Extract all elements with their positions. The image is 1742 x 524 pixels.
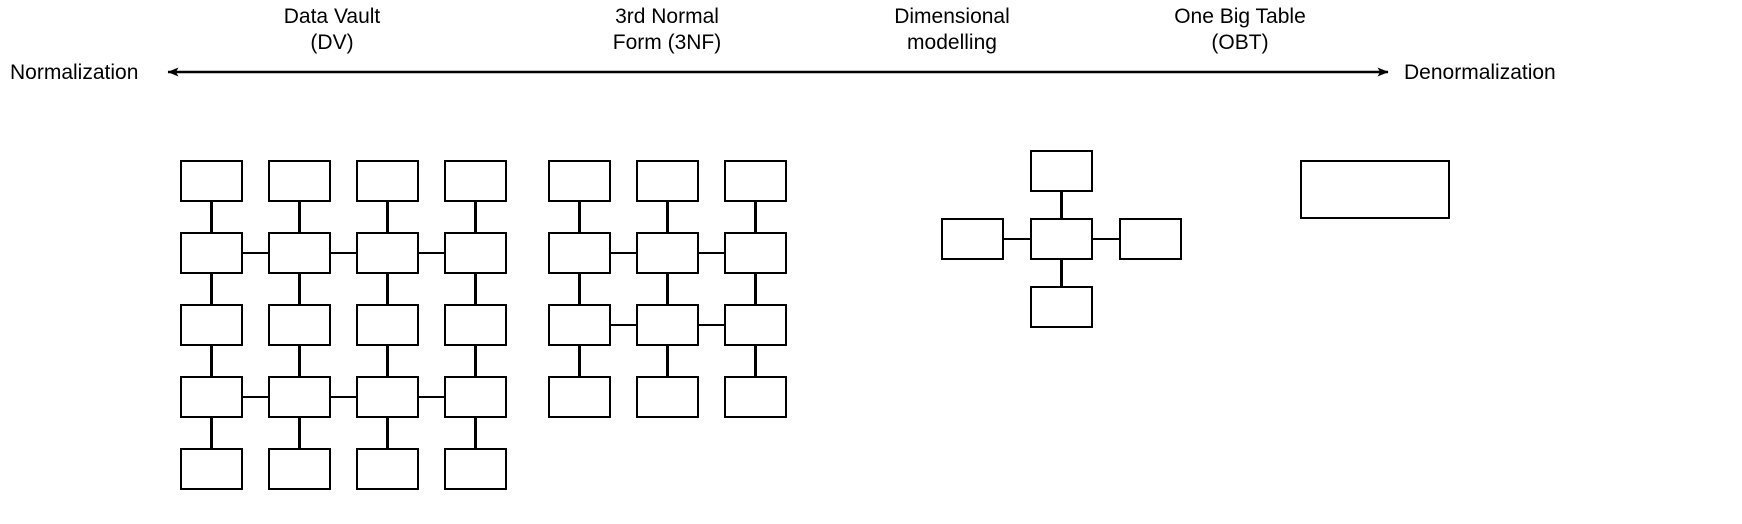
data-vault-node (444, 160, 507, 202)
data-vault-horizontal-connector (243, 395, 268, 399)
dimensional-modelling-node-top (1030, 150, 1093, 192)
third-normal-form-node (548, 304, 611, 346)
data-vault-vertical-connector (474, 346, 477, 376)
data-vault-node (268, 232, 331, 274)
data-vault-node (356, 376, 419, 418)
third-normal-form-node (724, 376, 787, 418)
third-normal-form-node (636, 160, 699, 202)
data-vault-vertical-connector (210, 202, 213, 232)
dimensional-modelling-vertical-connector (1060, 260, 1063, 286)
data-vault-vertical-connector (298, 418, 301, 448)
third-normal-form-node (724, 232, 787, 274)
third-normal-form-vertical-connector (754, 202, 757, 232)
data-vault-node (268, 376, 331, 418)
data-vault-vertical-connector (298, 346, 301, 376)
third-normal-form-node (636, 376, 699, 418)
data-vault-horizontal-connector (331, 251, 356, 255)
normalization-axis-label: Normalization (10, 61, 139, 84)
denormalization-axis-label: Denormalization (1404, 61, 1556, 84)
dimensional-modelling-horizontal-connector (1004, 237, 1030, 241)
stage-caption-data-vault: Data Vault (DV) (283, 5, 381, 54)
data-vault-node (444, 376, 507, 418)
data-vault-node (180, 448, 243, 490)
dimensional-modelling-node-left (941, 218, 1004, 260)
data-vault-node (268, 304, 331, 346)
third-normal-form-node (636, 304, 699, 346)
third-normal-form-node (548, 160, 611, 202)
third-normal-form-node (548, 232, 611, 274)
data-vault-vertical-connector (474, 202, 477, 232)
data-vault-vertical-connector (386, 346, 389, 376)
data-vault-node (180, 160, 243, 202)
data-vault-node (180, 376, 243, 418)
normalization-spectrum-arrow (167, 67, 1389, 77)
data-vault-node (268, 448, 331, 490)
data-vault-vertical-connector (386, 202, 389, 232)
stage-caption-dimensional-modelling: Dimensional modelling (894, 5, 1010, 54)
data-vault-node (444, 448, 507, 490)
data-vault-vertical-connector (386, 418, 389, 448)
data-vault-node (356, 448, 419, 490)
data-vault-horizontal-connector (331, 395, 356, 399)
data-vault-vertical-connector (298, 202, 301, 232)
data-vault-node (356, 160, 419, 202)
third-normal-form-vertical-connector (754, 274, 757, 304)
data-vault-node (356, 232, 419, 274)
data-vault-vertical-connector (386, 274, 389, 304)
third-normal-form-horizontal-connector (699, 251, 724, 255)
dimensional-modelling-node-bottom (1030, 286, 1093, 328)
data-vault-node (180, 304, 243, 346)
dimensional-modelling-vertical-connector (1060, 192, 1063, 218)
data-vault-node (268, 160, 331, 202)
data-vault-node (356, 304, 419, 346)
data-vault-node (180, 232, 243, 274)
dimensional-modelling-node-right (1119, 218, 1182, 260)
data-vault-vertical-connector (210, 346, 213, 376)
data-vault-node (444, 232, 507, 274)
third-normal-form-horizontal-connector (611, 251, 636, 255)
stage-caption-third-normal-form: 3rd Normal Form (3NF) (612, 5, 722, 54)
data-vault-vertical-connector (210, 418, 213, 448)
third-normal-form-vertical-connector (666, 202, 669, 232)
dimensional-modelling-node-center (1030, 218, 1093, 260)
data-vault-horizontal-connector (419, 395, 444, 399)
third-normal-form-vertical-connector (578, 202, 581, 232)
third-normal-form-vertical-connector (666, 274, 669, 304)
one-big-table-node (1300, 160, 1450, 219)
third-normal-form-horizontal-connector (699, 323, 724, 327)
data-vault-horizontal-connector (419, 251, 444, 255)
data-vault-vertical-connector (474, 274, 477, 304)
data-vault-vertical-connector (298, 274, 301, 304)
third-normal-form-node (724, 304, 787, 346)
third-normal-form-horizontal-connector (611, 323, 636, 327)
data-vault-node (444, 304, 507, 346)
data-vault-vertical-connector (210, 274, 213, 304)
third-normal-form-node (548, 376, 611, 418)
third-normal-form-vertical-connector (754, 346, 757, 376)
stage-caption-one-big-table: One Big Table (OBT) (1174, 5, 1306, 54)
data-vault-vertical-connector (474, 418, 477, 448)
third-normal-form-vertical-connector (578, 274, 581, 304)
dimensional-modelling-horizontal-connector (1093, 237, 1119, 241)
third-normal-form-vertical-connector (578, 346, 581, 376)
data-vault-horizontal-connector (243, 251, 268, 255)
third-normal-form-node (636, 232, 699, 274)
third-normal-form-node (724, 160, 787, 202)
third-normal-form-vertical-connector (666, 346, 669, 376)
